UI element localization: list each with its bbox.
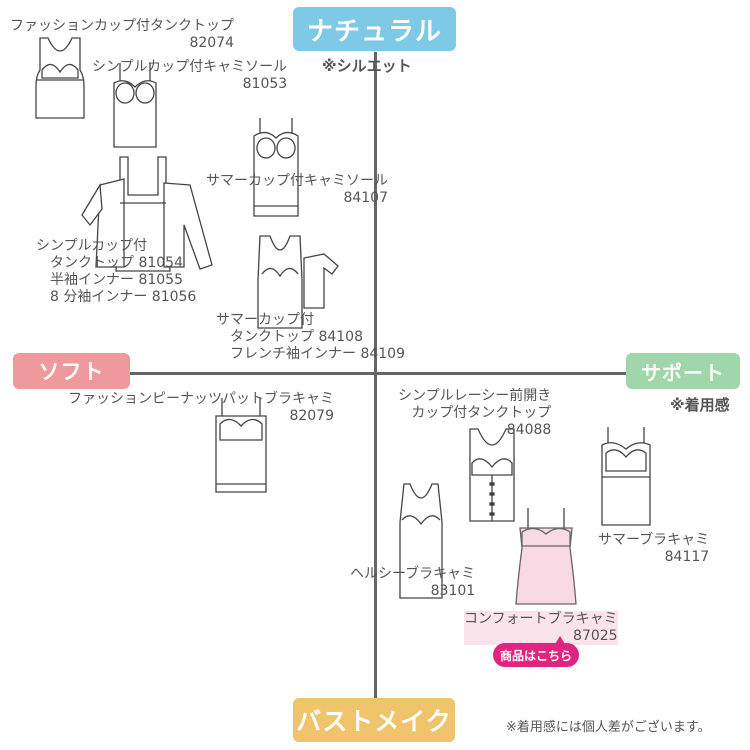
camisole-81053-image[interactable] [110, 63, 160, 149]
product-line: カップ付タンクトップ [411, 405, 552, 421]
product-label-83101[interactable]: ヘルシーブラキャミ 83101 [350, 566, 475, 600]
axis-label-bust-make: バストメイク [293, 698, 455, 742]
product-line: シンプルカップ付 [36, 238, 148, 254]
horizontal-axis [128, 372, 628, 375]
vertical-axis [374, 52, 377, 702]
axis-note-silhouette: ※シルエット [322, 57, 412, 75]
product-name: ファッションカップ付タンクトップ [10, 18, 234, 34]
product-code: 82079 [289, 408, 334, 424]
product-line: シンプルレーシー前開き [398, 388, 552, 404]
product-label-84108-84109[interactable]: サマーカップ付 タンクトップ 84108 フレンチ袖インナー 84109 [216, 312, 405, 363]
product-label-81054-81056[interactable]: シンプルカップ付 タンクトップ 81054 半袖インナー 81055 8 分袖イ… [36, 238, 196, 306]
product-line: フレンチ袖インナー 84109 [230, 346, 405, 362]
axis-label-support: サポート [626, 353, 740, 389]
product-code: 87025 [464, 628, 618, 645]
comfort-bra-camisole-87025-image[interactable] [514, 508, 578, 606]
product-name: コンフォートブラキャミ [464, 611, 618, 628]
product-name: ヘルシーブラキャミ [350, 566, 476, 582]
product-label-82074[interactable]: ファッションカップ付タンクトップ 82074 [10, 18, 234, 52]
axis-label-natural: ナチュラル [293, 7, 456, 51]
product-label-81053[interactable]: シンプルカップ付キャミソール 81053 [92, 59, 287, 93]
summer-cup-inner-group-image[interactable] [254, 234, 340, 330]
front-open-tank-84088-image[interactable] [466, 427, 518, 523]
product-code: 84088 [506, 422, 552, 438]
summer-camisole-84107-image[interactable] [250, 118, 302, 218]
product-name: サマーカップ付キャミソール [206, 173, 388, 189]
footer-note: ※着用感には個人差がございます。 [506, 720, 711, 735]
product-code: 82074 [189, 35, 234, 51]
product-line: タンクトップ 81054 [50, 255, 183, 271]
product-line: 半袖インナー 81055 [50, 272, 183, 288]
product-name: ファッションピーナッツパットブラキャミ [68, 391, 334, 407]
product-label-82079[interactable]: ファッションピーナッツパットブラキャミ 82079 [68, 391, 334, 425]
tank-top-82074-image[interactable] [34, 36, 86, 120]
peanut-pad-bra-camisole-82079-image[interactable] [212, 398, 270, 494]
simple-cup-inner-group-image[interactable] [80, 155, 213, 273]
product-code: 81053 [242, 76, 288, 92]
product-label-84088[interactable]: シンプルレーシー前開き カップ付タンクトップ 84088 [398, 388, 551, 439]
product-line: 8 分袖インナー 81056 [50, 289, 197, 305]
product-line: サマーカップ付 [216, 312, 314, 328]
product-label-87025[interactable]: コンフォートブラキャミ 87025 [464, 611, 618, 645]
product-code: 84117 [664, 549, 710, 565]
axis-label-soft: ソフト [13, 353, 130, 389]
summer-bra-camisole-84117-image[interactable] [598, 427, 654, 527]
axis-note-fit: ※着用感 [670, 396, 730, 414]
product-code: 84107 [343, 190, 388, 206]
product-line: タンクトップ 84108 [230, 329, 363, 345]
product-label-84107[interactable]: サマーカップ付キャミソール 84107 [206, 173, 388, 207]
product-name: シンプルカップ付キャミソール [92, 59, 288, 75]
product-code: 83101 [430, 583, 476, 599]
product-label-84117[interactable]: サマーブラキャミ 84117 [598, 532, 709, 566]
healthy-bra-camisole-83101-image[interactable] [396, 482, 446, 600]
view-product-badge[interactable]: 商品はこちら [493, 636, 579, 667]
product-name: サマーブラキャミ [598, 532, 710, 548]
